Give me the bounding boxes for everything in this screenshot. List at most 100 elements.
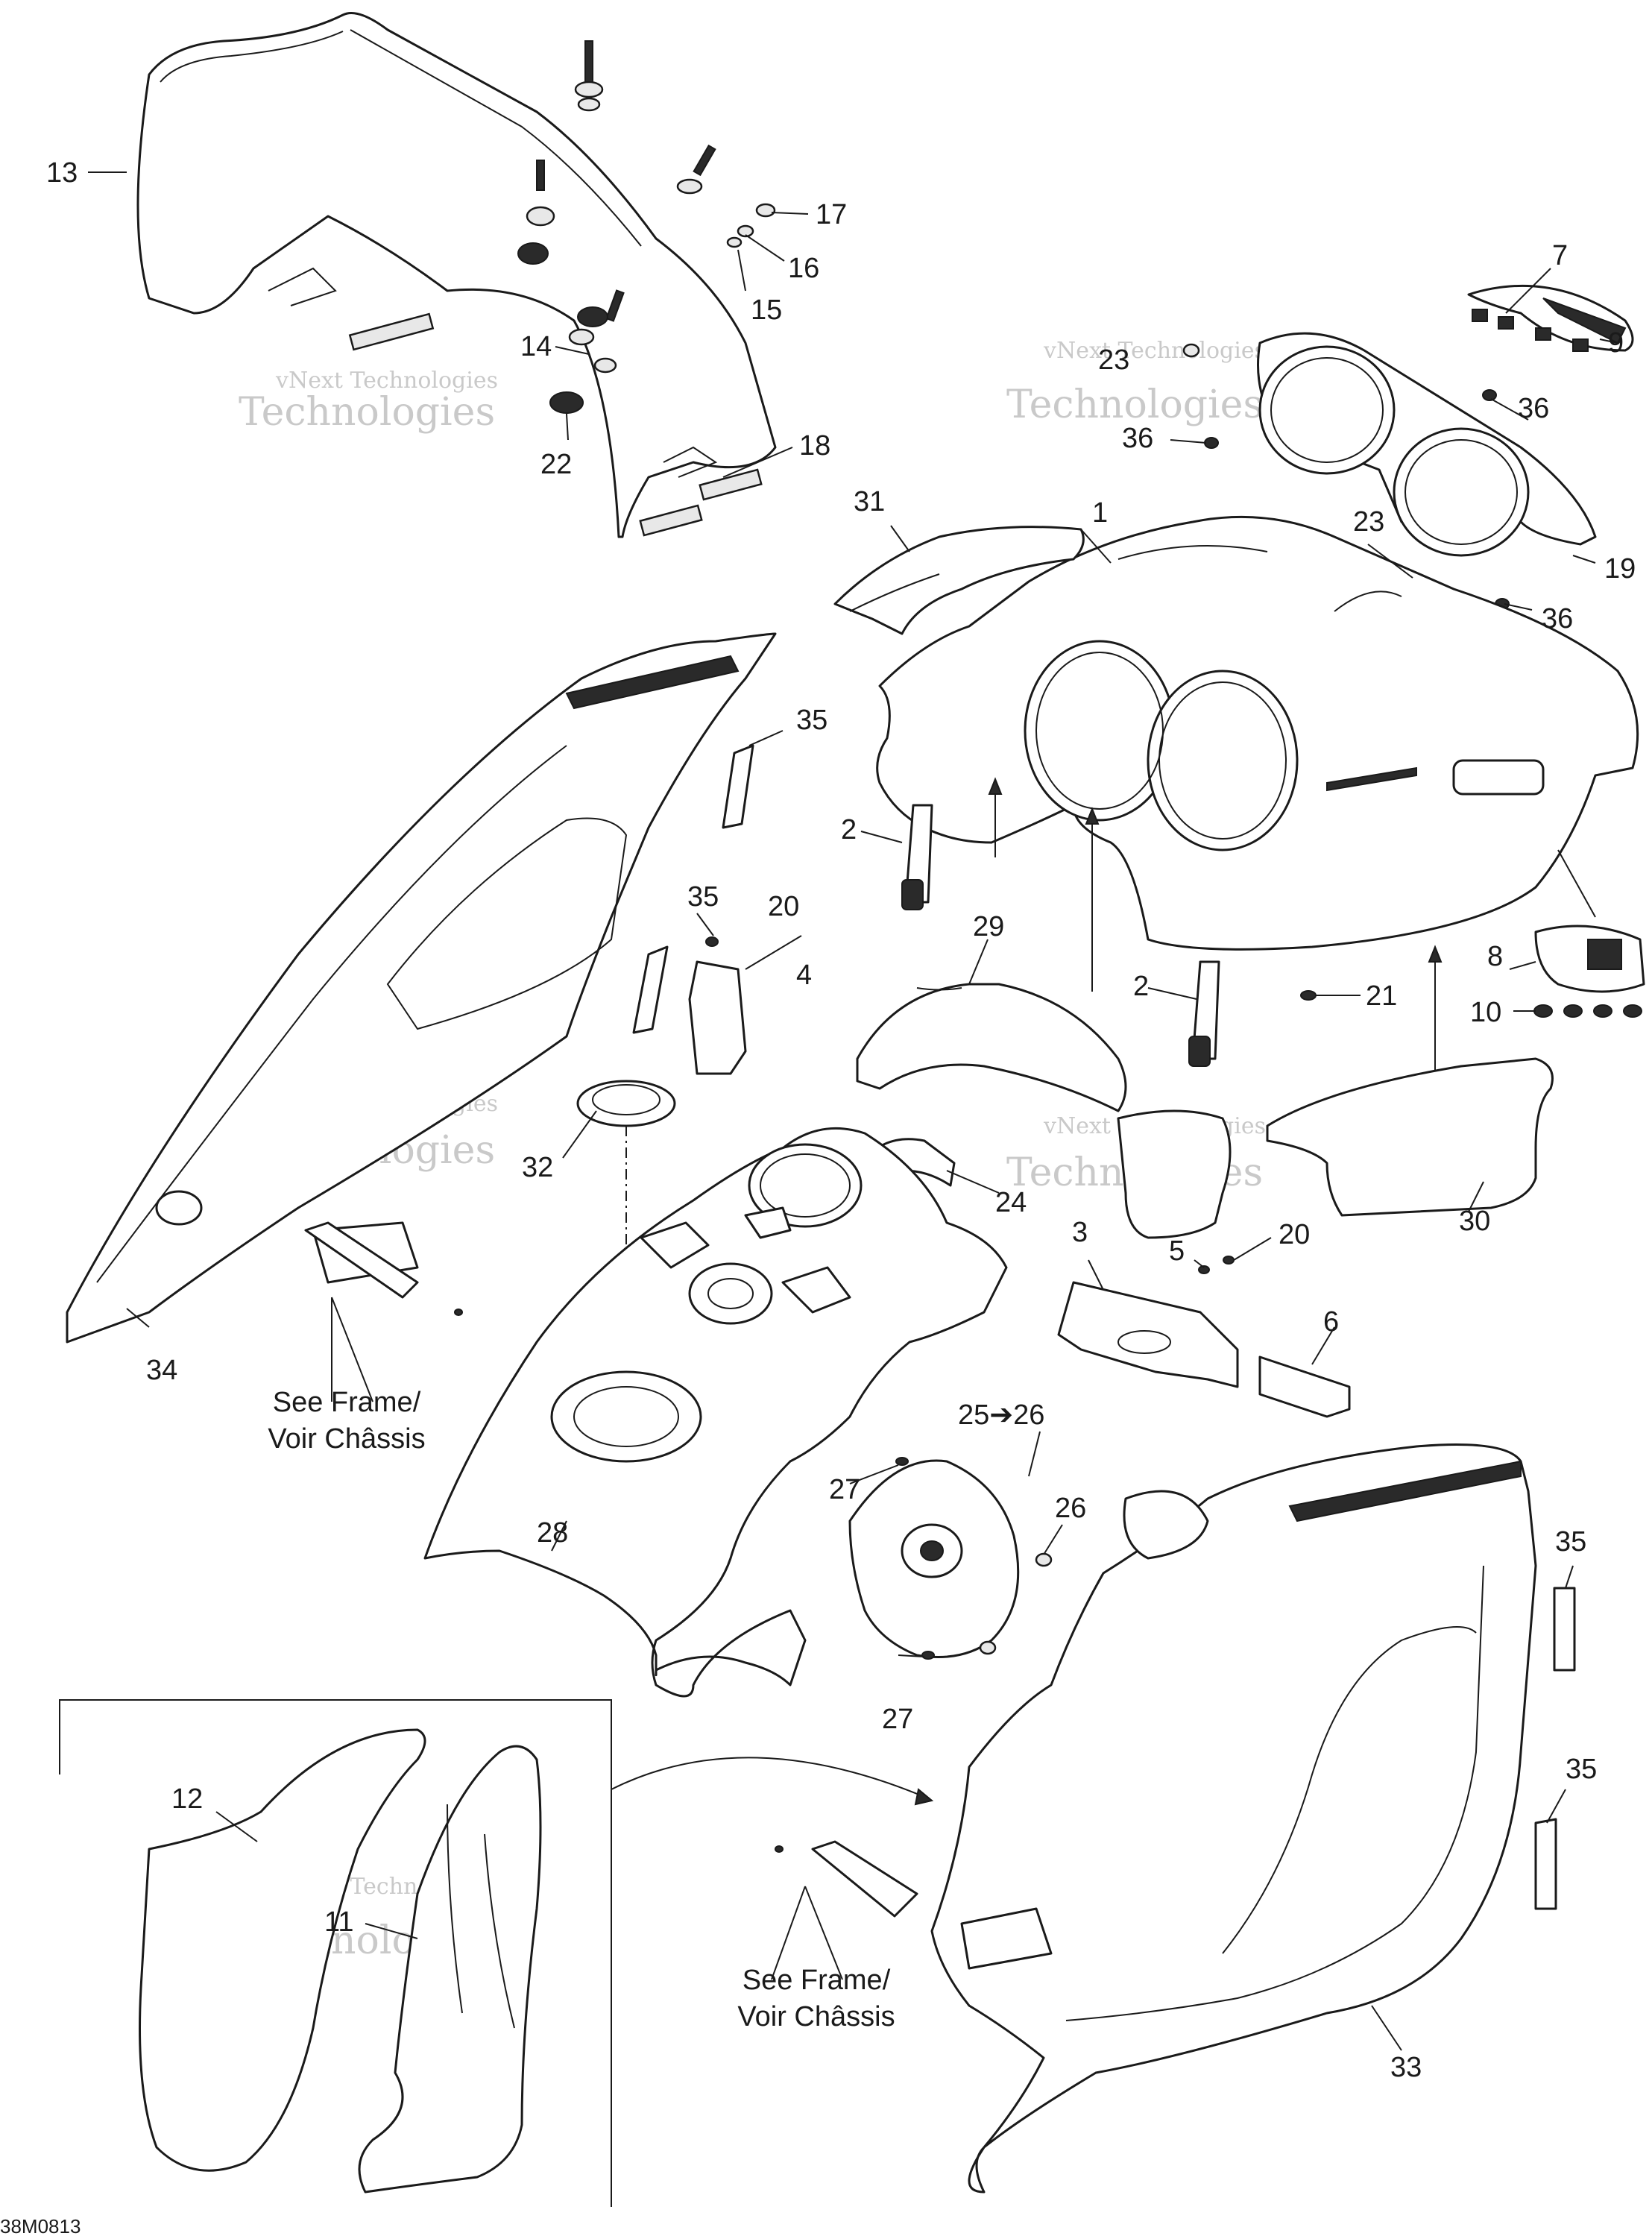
callout-34: 34 bbox=[146, 1355, 177, 1386]
strip-35-c bbox=[1553, 1587, 1576, 1672]
inset-box bbox=[59, 1699, 612, 2207]
part-windshield bbox=[136, 12, 777, 538]
fastener-21 bbox=[1300, 990, 1317, 1001]
leader-lines bbox=[88, 171, 1618, 2051]
callout-1: 1 bbox=[1092, 497, 1108, 529]
arrow-inset-to-panel bbox=[611, 1757, 925, 1798]
callout-5: 5 bbox=[1169, 1235, 1185, 1267]
screw-17 bbox=[726, 203, 776, 248]
part-right-panel bbox=[930, 1443, 1537, 2194]
callout-10: 10 bbox=[1470, 997, 1501, 1028]
fasteners-10 bbox=[1533, 1004, 1642, 1018]
callout-7: 7 bbox=[1552, 240, 1568, 271]
part-latch-2-left bbox=[901, 804, 933, 910]
callout-18: 18 bbox=[799, 430, 830, 462]
callout-27: 27 bbox=[882, 1704, 913, 1735]
callout-13: 13 bbox=[46, 157, 78, 189]
part-speaker-assembly bbox=[848, 1457, 1053, 1660]
watermark-text: vNext Technologies bbox=[1043, 338, 1266, 364]
callout-28: 28 bbox=[537, 1517, 568, 1549]
callout-35: 35 bbox=[1555, 1526, 1586, 1558]
callout-32: 32 bbox=[522, 1152, 553, 1183]
callout-20: 20 bbox=[1279, 1219, 1310, 1250]
part-panel-29 bbox=[856, 983, 1127, 1112]
callout-11: 11 bbox=[324, 1906, 353, 1938]
callout-36: 36 bbox=[1542, 603, 1573, 634]
windshield-fasteners bbox=[348, 40, 776, 537]
clip-18-lower bbox=[639, 504, 703, 537]
part-vent-8 bbox=[1534, 925, 1645, 993]
part-plate-6 bbox=[1258, 1355, 1351, 1418]
callout-8: 8 bbox=[1487, 941, 1503, 972]
callout-9: 9 bbox=[1608, 327, 1624, 359]
watermark-top-right: vNext Technologies Technologies bbox=[1006, 338, 1266, 427]
callout-35: 35 bbox=[687, 881, 719, 913]
part-left-panel bbox=[66, 632, 777, 1344]
drawing-code: 38M0813 bbox=[0, 2215, 81, 2238]
part-panel-30 bbox=[1117, 1057, 1554, 1239]
see-frame-note-left: See Frame/ Voir Châssis bbox=[268, 1387, 425, 1455]
callout-31: 31 bbox=[854, 486, 885, 517]
part-trim-7 bbox=[1467, 284, 1634, 352]
callout-35: 35 bbox=[796, 705, 827, 736]
fastener-right-pin bbox=[775, 1840, 918, 1918]
clip-18-upper bbox=[699, 468, 763, 501]
grommet-top bbox=[517, 160, 555, 265]
callout-2: 2 bbox=[1133, 971, 1149, 1002]
note-line: Voir Châssis bbox=[268, 1423, 425, 1455]
clip-left bbox=[348, 312, 435, 351]
part-bracket-4 bbox=[688, 936, 747, 1075]
screw-top-2 bbox=[676, 144, 716, 195]
callout-36: 36 bbox=[1122, 423, 1153, 454]
part-panel-31 bbox=[833, 526, 1085, 635]
callout-20: 20 bbox=[768, 891, 799, 922]
watermark-text: Technologies bbox=[1006, 382, 1263, 427]
note-line: See Frame/ bbox=[743, 1965, 891, 1996]
callout-35: 35 bbox=[1566, 1754, 1597, 1785]
callout-30: 30 bbox=[1459, 1206, 1490, 1237]
callout-21: 21 bbox=[1366, 980, 1397, 1012]
part-latch-2-right bbox=[1188, 960, 1220, 1067]
part-instrument-cover bbox=[876, 515, 1639, 951]
screw-top-1 bbox=[574, 40, 604, 112]
strip-35-d bbox=[1534, 1818, 1557, 1910]
callout-24: 24 bbox=[995, 1187, 1027, 1218]
part-console bbox=[423, 1127, 1008, 1698]
callout-23: 23 bbox=[1353, 506, 1384, 538]
grommet-middle bbox=[568, 289, 625, 346]
see-frame-note-right: See Frame/ Voir Châssis bbox=[737, 1965, 895, 2032]
callout-33: 33 bbox=[1390, 2052, 1422, 2083]
callout-26: 26 bbox=[1055, 1493, 1086, 1524]
callout-12: 12 bbox=[171, 1783, 203, 1815]
callout-19: 19 bbox=[1604, 553, 1636, 585]
fastener-left-pin bbox=[304, 1221, 463, 1316]
callout-3: 3 bbox=[1072, 1217, 1088, 1248]
watermark-text: vNext Technologies bbox=[275, 368, 498, 394]
callout-4: 4 bbox=[796, 960, 812, 991]
part-ring-32 bbox=[576, 1080, 676, 1364]
callout-2: 2 bbox=[841, 814, 857, 845]
callout-29: 29 bbox=[973, 911, 1004, 942]
arrow-head bbox=[914, 1788, 934, 1806]
callout-16: 16 bbox=[788, 253, 819, 284]
watermark-text: Technologies bbox=[239, 390, 495, 435]
watermark-top-left: vNext Technologies Technologies bbox=[239, 368, 498, 435]
callout-17: 17 bbox=[816, 199, 847, 230]
grommet-lower bbox=[549, 357, 617, 414]
callout-15: 15 bbox=[751, 295, 782, 326]
note-line: Voir Châssis bbox=[737, 2001, 895, 2032]
part-bracket-3 bbox=[1057, 1256, 1239, 1388]
note-line: See Frame/ bbox=[273, 1387, 421, 1418]
callout-36: 36 bbox=[1518, 393, 1549, 424]
callout-25-26: 25➔26 bbox=[958, 1399, 1044, 1431]
callout-22: 22 bbox=[540, 449, 572, 480]
callout-14: 14 bbox=[520, 331, 552, 362]
callout-6: 6 bbox=[1323, 1306, 1339, 1338]
strip-35-a bbox=[722, 744, 754, 829]
callouts: 1 2 2 3 4 5 6 7 8 9 10 11 12 13 14 15 16… bbox=[46, 157, 1636, 2083]
part-panel-11 bbox=[358, 1745, 542, 2194]
part-panel-12 bbox=[139, 1728, 426, 2172]
strip-35-b bbox=[632, 945, 669, 1034]
part-gauge-support bbox=[1257, 332, 1597, 557]
